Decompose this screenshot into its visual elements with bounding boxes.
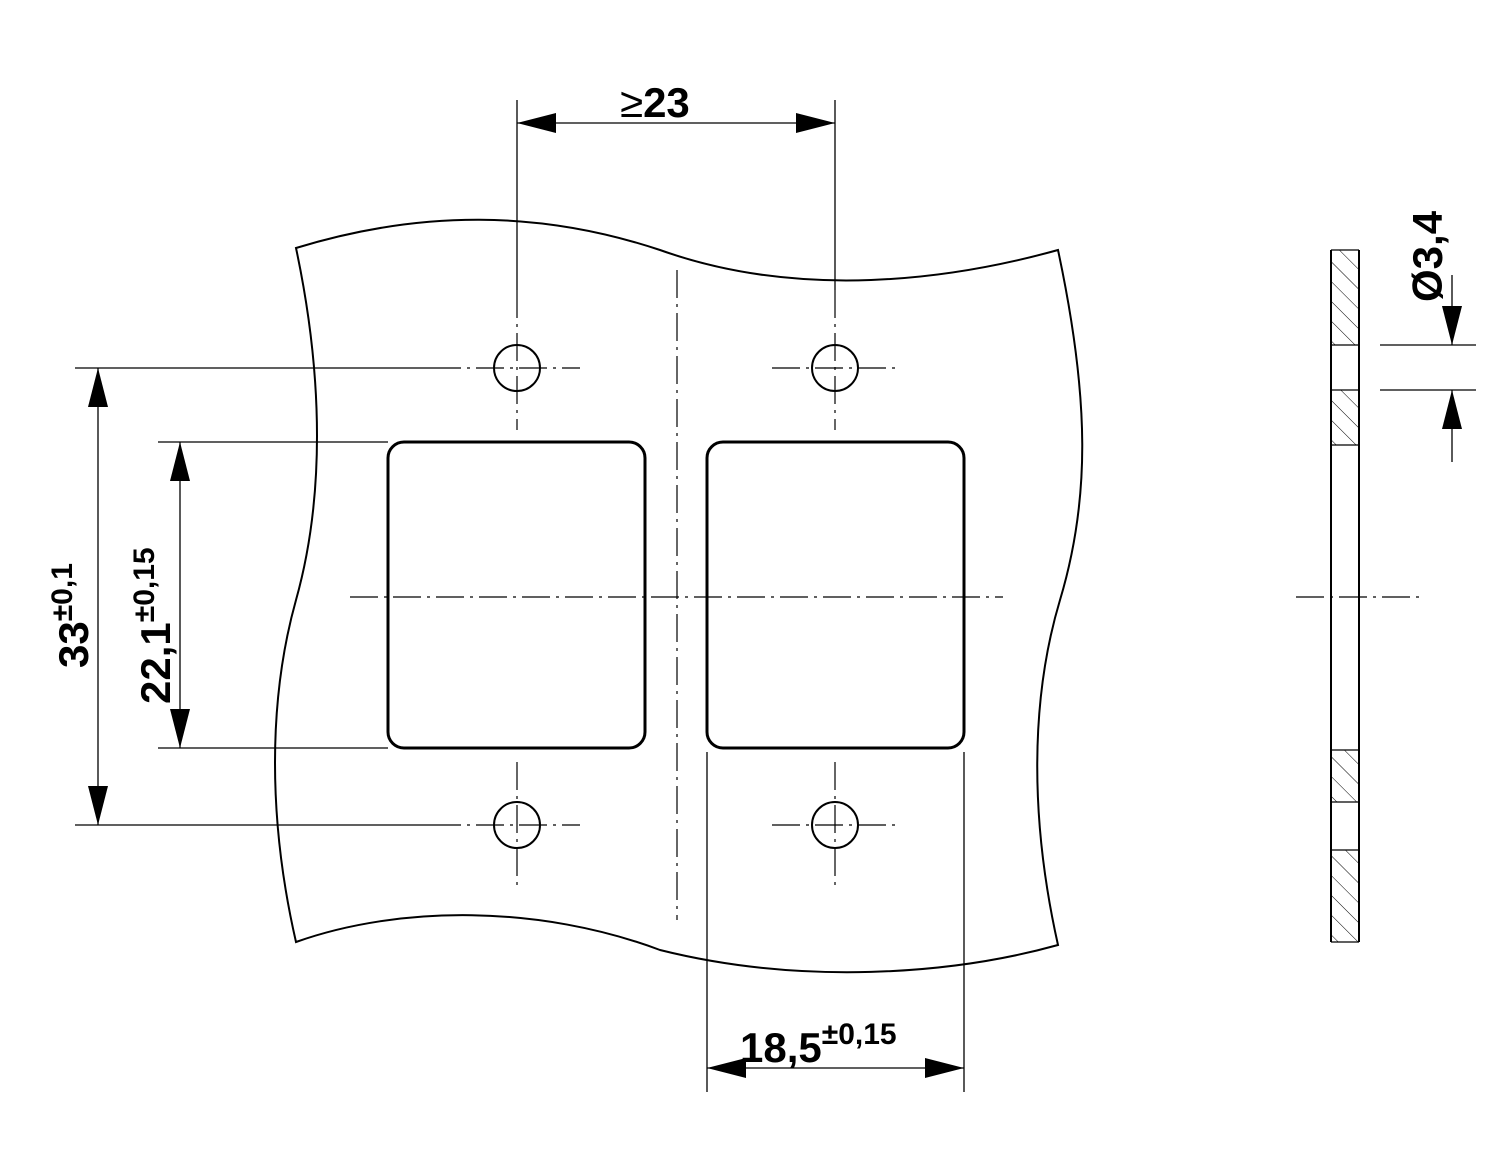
- cutout-height-value: 22,1: [132, 622, 179, 704]
- mounting-hole-top-right: [772, 290, 900, 430]
- panel-section-view: [1296, 249, 1423, 943]
- spacing-min-value: 23: [643, 79, 690, 126]
- mounting-hole-top-left: [433, 344, 580, 392]
- svg-text:22,1±0,15: 22,1±0,15: [128, 547, 179, 704]
- mounting-hole-bottom-right: [772, 762, 900, 888]
- svg-text:33±0,1: 33±0,1: [46, 563, 97, 668]
- dimension-hole-pitch: 33±0,1: [46, 367, 433, 826]
- cutout-height-tolerance: ±0,15: [128, 547, 161, 622]
- dimension-cutout-height: 22,1±0,15: [128, 441, 388, 749]
- dimension-hole-diameter: Ø3,4: [1380, 210, 1476, 462]
- svg-text:18,5±0,15: 18,5±0,15: [740, 1018, 897, 1071]
- svg-text:≥23: ≥23: [620, 79, 690, 126]
- dimension-spacing-min: ≥23: [516, 79, 836, 290]
- cutout-left: [386, 440, 647, 750]
- svg-text:Ø3,4: Ø3,4: [1404, 210, 1451, 302]
- mounting-hole-bottom-left: [433, 762, 580, 888]
- cutout-right: [705, 440, 966, 750]
- hole-pitch-value: 33: [50, 621, 97, 668]
- hole-diameter-value: Ø3,4: [1404, 210, 1451, 302]
- cutout-width-tolerance: ±0,15: [822, 1018, 897, 1051]
- hole-pitch-tolerance: ±0,1: [46, 563, 79, 621]
- spacing-min-prefix: ≥: [620, 79, 643, 126]
- dimension-cutout-width: 18,5±0,15: [706, 752, 965, 1092]
- cutout-width-value: 18,5: [740, 1024, 822, 1071]
- panel-outline: [274, 218, 1084, 974]
